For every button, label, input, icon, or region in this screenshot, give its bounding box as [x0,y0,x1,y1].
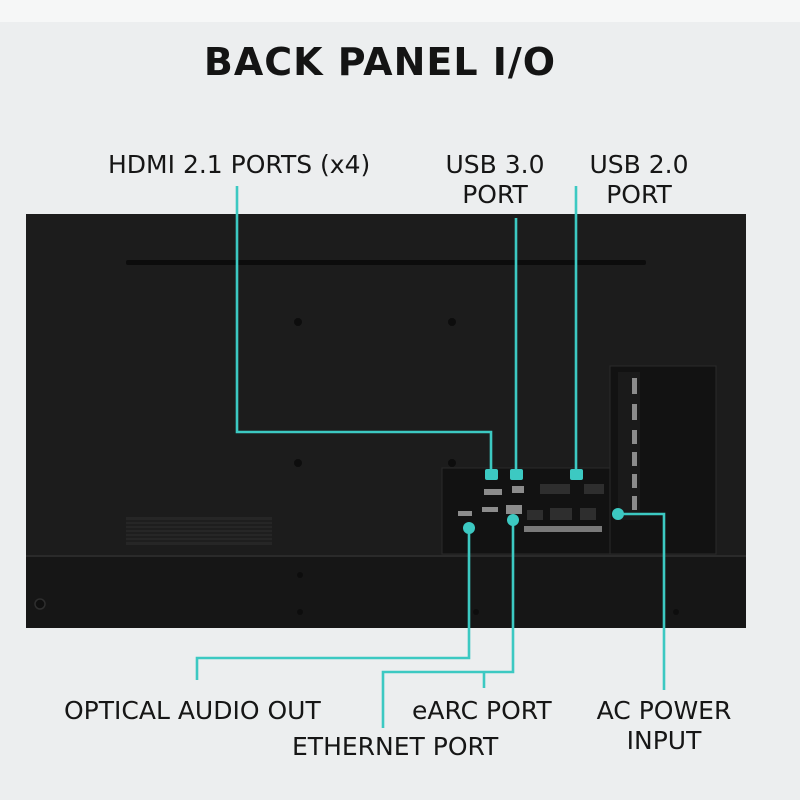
ac-label: AC POWER INPUT [584,696,744,756]
port [580,508,596,520]
top-band [0,0,800,22]
mount-hole [297,609,303,615]
mount-hole [473,609,479,615]
optical-marker [463,522,475,534]
port-group [458,378,637,532]
tv-top-bar [126,260,646,265]
usb3-port [512,486,524,493]
usb3-label-line2: PORT [462,180,528,209]
leader-lines [195,186,666,728]
usb3-label: USB 3.0 PORT [440,150,550,210]
hdmi-label: HDMI 2.1 PORTS (x4) [108,150,371,179]
hdmi-marker [485,469,498,480]
hdmi-port [632,378,637,394]
ethernet-marker [507,514,519,526]
port [540,484,570,494]
ethernet-label: ETHERNET PORT [292,732,499,761]
mount-hole [294,318,302,326]
port [632,496,637,510]
button-icon [34,598,46,610]
ac-label-line1: AC POWER [596,696,732,725]
port [527,510,543,520]
label-strip [524,526,602,532]
port [584,484,604,494]
mount-hole [448,459,456,467]
tv-bottom-strip [26,556,746,628]
port-markers [463,469,624,534]
hdmi-port [632,430,637,444]
hdmi-leader [235,186,493,470]
optical-label: OPTICAL AUDIO OUT [64,696,321,725]
port [632,452,637,466]
optical-leader [195,528,471,680]
optical-port [458,511,472,516]
usb3-marker [510,469,523,480]
ac-label-line2: INPUT [626,726,702,755]
ac-leader [618,512,666,690]
usb2-label: USB 2.0 PORT [584,150,694,210]
mount-hole [294,459,302,467]
hdmi-port [482,507,498,512]
usb3-label-line1: USB 3.0 [445,150,545,179]
mount-hole [297,572,303,578]
mount-hole [448,318,456,326]
usb2-marker [570,469,583,480]
speaker-grille [126,517,272,545]
usb2-label-line2: PORT [606,180,672,209]
hdmi-port [484,489,502,495]
port [632,474,637,488]
earc-label: eARC PORT [412,696,552,725]
ethernet-leader [381,520,515,728]
port [550,508,572,520]
hdmi-port [632,404,637,420]
ac-marker [612,508,624,520]
page-title: BACK PANEL I/O [203,40,557,84]
usb2-label-line1: USB 2.0 [589,150,689,179]
speaker-grille-lines [126,520,272,542]
ethernet-port [506,505,522,514]
mount-hole [673,609,679,615]
